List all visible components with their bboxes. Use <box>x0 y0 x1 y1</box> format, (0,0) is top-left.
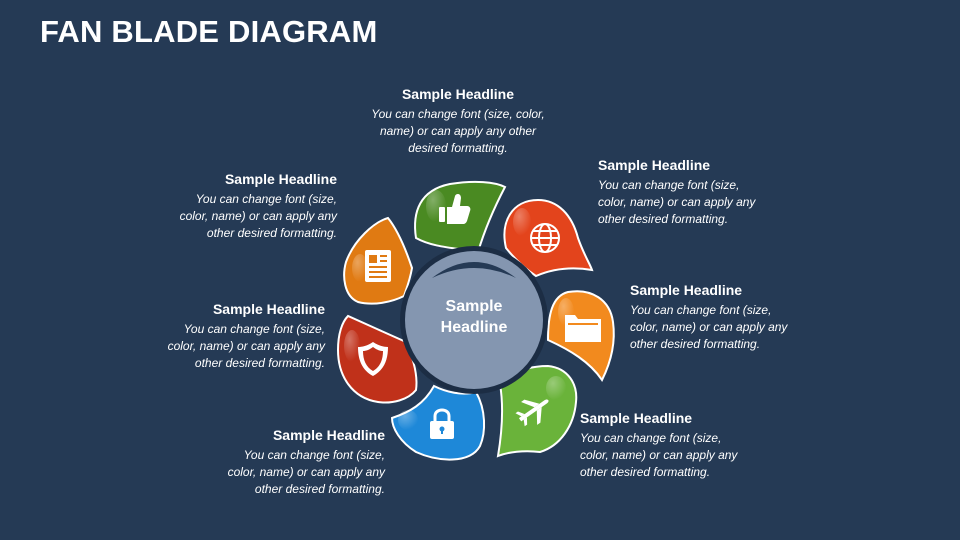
body-1-line-3: desired formatting. <box>408 141 508 155</box>
body-2-line-3: other desired formatting. <box>598 212 729 226</box>
headline-6: Sample Headline <box>212 301 325 317</box>
blade-3 <box>546 290 615 382</box>
blade-5 <box>390 384 486 461</box>
body-5: You can change font (size, color, name) … <box>185 447 385 498</box>
text-block-1: Sample Headline You can change font (siz… <box>358 85 558 157</box>
body-2-line-1: You can change font (size, <box>598 178 740 192</box>
body-4: You can change font (size, color, name) … <box>580 430 780 481</box>
folder-icon <box>565 315 601 342</box>
body-7-line-3: other desired formatting. <box>206 226 337 240</box>
headline-3: Sample Headline <box>630 282 743 298</box>
body-1: You can change font (size, color, name) … <box>358 106 558 157</box>
headline-4: Sample Headline <box>580 410 693 426</box>
headline-5: Sample Headline <box>272 427 385 443</box>
body-1-line-1: You can change font (size, color, <box>371 107 545 121</box>
body-3: You can change font (size, color, name) … <box>630 302 830 353</box>
globe-icon <box>530 223 560 253</box>
hub-label: Sample Headline <box>404 296 544 338</box>
body-6-line-2: color, name) or can apply any <box>167 339 325 353</box>
body-3-line-2: color, name) or can apply any <box>630 320 788 334</box>
body-4-line-3: other desired formatting. <box>580 465 711 479</box>
body-5-line-3: other desired formatting. <box>254 482 385 496</box>
body-3-line-1: You can change font (size, <box>630 303 772 317</box>
page-title: FAN BLADE DIAGRAM <box>40 14 378 49</box>
text-block-3: Sample Headline You can change font (siz… <box>630 281 830 353</box>
body-7-line-1: You can change font (size, <box>195 192 337 206</box>
body-3-line-3: other desired formatting. <box>630 337 761 351</box>
headline-2: Sample Headline <box>598 157 711 173</box>
body-5-line-1: You can change font (size, <box>243 448 385 462</box>
headline-1: Sample Headline <box>401 86 515 102</box>
body-2: You can change font (size, color, name) … <box>598 177 798 228</box>
text-block-5: Sample Headline You can change font (siz… <box>185 426 385 498</box>
hub-arc <box>432 262 516 278</box>
airplane-icon <box>515 399 549 427</box>
text-block-2: Sample Headline You can change font (siz… <box>598 156 798 228</box>
shield-icon <box>358 342 388 376</box>
text-block-6: Sample Headline You can change font (siz… <box>125 300 325 372</box>
body-6: You can change font (size, color, name) … <box>125 321 325 372</box>
body-5-line-2: color, name) or can apply any <box>227 465 385 479</box>
body-6-line-3: other desired formatting. <box>194 356 325 370</box>
document-icon <box>365 250 391 282</box>
body-4-line-2: color, name) or can apply any <box>580 448 738 462</box>
hub-label-line-2: Headline <box>440 319 508 336</box>
blade-7 <box>343 216 414 305</box>
blade-1 <box>414 180 507 254</box>
hub <box>400 246 548 394</box>
headline-7: Sample Headline <box>224 171 337 187</box>
body-2-line-2: color, name) or can apply any <box>598 195 756 209</box>
body-4-line-1: You can change font (size, <box>580 431 722 445</box>
text-block-4: Sample Headline You can change font (siz… <box>580 409 780 481</box>
hub-label-line-1: Sample <box>445 298 503 315</box>
body-1-line-2: name) or can apply any other <box>379 124 537 138</box>
body-7: You can change font (size, color, name) … <box>137 191 337 242</box>
text-block-7: Sample Headline You can change font (siz… <box>137 170 337 242</box>
lock-icon <box>430 408 454 439</box>
blade-gloss <box>344 190 574 430</box>
body-6-line-1: You can change font (size, <box>183 322 325 336</box>
body-7-line-2: color, name) or can apply any <box>179 209 337 223</box>
